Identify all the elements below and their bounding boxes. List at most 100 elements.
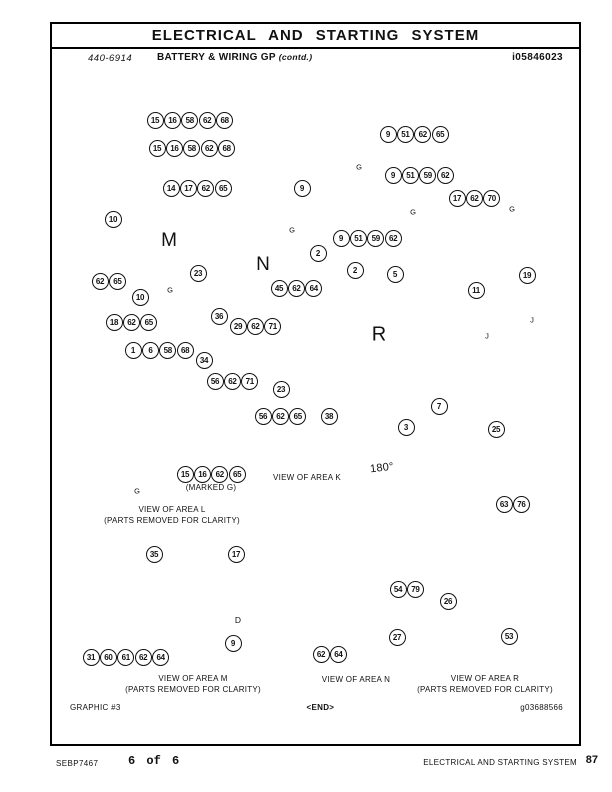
view-r-line: VIEW OF AREA R — [450, 674, 520, 683]
callout-62: 62 — [384, 229, 402, 247]
callout-14: 14 — [162, 179, 180, 197]
view-n-line: VIEW OF AREA N — [321, 675, 391, 684]
callout-70: 70 — [483, 189, 501, 207]
area-letter-r: R — [371, 323, 387, 346]
callout-63: 63 — [495, 495, 513, 513]
view-r-label: VIEW OF AREA R(PARTS REMOVED FOR CLARITY… — [417, 674, 553, 696]
callout-59: 59 — [419, 166, 437, 184]
callout-36: 36 — [210, 307, 228, 325]
callout-60: 60 — [99, 648, 117, 666]
view-l-label: VIEW OF AREA L(PARTS REMOVED FOR CLARITY… — [104, 505, 240, 527]
group-part-number: 440-6914 — [88, 53, 133, 64]
page-footer: SEBP7467 6 of 6 ELECTRICAL AND STARTING … — [0, 753, 612, 773]
callout-2: 2 — [346, 261, 364, 279]
callout-62: 62 — [211, 465, 229, 483]
callout-58: 58 — [159, 341, 177, 359]
view-l-line: (PARTS REMOVED FOR CLARITY) — [104, 515, 240, 525]
callout-23: 23 — [272, 380, 290, 398]
callout-62: 62 — [122, 313, 140, 331]
callout-17: 17 — [448, 189, 466, 207]
callout-6: 6 — [141, 341, 159, 359]
callout-62: 62 — [287, 279, 305, 297]
callout-62: 62 — [197, 179, 215, 197]
group-title: BATTERY & WIRING GP (contd.) — [157, 52, 312, 63]
callout-16: 16 — [163, 111, 181, 129]
area-letter-g: G — [356, 162, 362, 172]
callout-79: 79 — [406, 580, 424, 598]
callout-26: 26 — [439, 592, 457, 610]
area-letter-g: G — [167, 285, 173, 295]
marked-g-label: (MARKED G) — [186, 483, 237, 494]
callout-62: 62 — [223, 372, 241, 390]
callout-62: 62 — [312, 645, 330, 663]
footer-section-title: ELECTRICAL AND STARTING SYSTEM — [423, 758, 577, 767]
marked-g-line: (MARKED G) — [185, 483, 237, 492]
area-letter-g: G — [289, 225, 295, 235]
callout-76: 76 — [512, 495, 530, 513]
callout-64: 64 — [329, 645, 347, 663]
manual-code: SEBP7467 — [56, 759, 99, 768]
area-letter-g: G — [410, 207, 416, 217]
callout-65: 65 — [289, 407, 307, 425]
callout-62: 62 — [91, 272, 109, 290]
graphic-label: GRAPHIC #3 — [70, 703, 121, 712]
callout-3: 3 — [397, 418, 415, 436]
callout-27: 27 — [388, 628, 406, 646]
callout-15: 15 — [148, 139, 166, 157]
callout-7: 7 — [430, 397, 448, 415]
callout-65: 65 — [108, 272, 126, 290]
callout-9: 9 — [379, 125, 397, 143]
view-m-label: VIEW OF AREA M(PARTS REMOVED FOR CLARITY… — [125, 674, 261, 696]
callout-58: 58 — [181, 111, 199, 129]
area-letter-m: M — [161, 230, 177, 251]
page-title-band: ELECTRICAL AND STARTING SYSTEM — [52, 24, 579, 49]
callout-51: 51 — [401, 166, 419, 184]
view-k-label: VIEW OF AREA K — [273, 473, 341, 484]
callout-68: 68 — [218, 139, 236, 157]
callout-9: 9 — [384, 166, 402, 184]
callout-59: 59 — [367, 229, 385, 247]
callout-10: 10 — [104, 210, 122, 228]
end-marker: <END> — [306, 703, 335, 712]
rotation-180-label: 180° — [369, 460, 394, 478]
callout-65: 65 — [140, 313, 158, 331]
graphic-id: g03688566 — [520, 703, 563, 712]
callout-34: 34 — [195, 351, 213, 369]
callout-31: 31 — [82, 648, 100, 666]
callout-25: 25 — [487, 420, 505, 438]
callout-15: 15 — [146, 111, 164, 129]
view-k-line: VIEW OF AREA K — [273, 473, 341, 482]
view-m-line: (PARTS REMOVED FOR CLARITY) — [125, 684, 261, 694]
callout-62: 62 — [198, 111, 216, 129]
callout-71: 71 — [264, 317, 282, 335]
callout-56: 56 — [206, 372, 224, 390]
group-contd: (contd.) — [278, 52, 313, 62]
page-number: 87 — [585, 754, 598, 766]
callout-51: 51 — [396, 125, 414, 143]
callout-23: 23 — [189, 264, 207, 282]
view-n-label: VIEW OF AREA N — [322, 675, 390, 686]
doc-id: i05846023 — [512, 52, 563, 63]
area-letter-g: G — [509, 204, 515, 214]
callout-62: 62 — [246, 317, 264, 335]
area-letter-d: D — [234, 615, 242, 625]
callout-5: 5 — [386, 265, 404, 283]
callout-29: 29 — [229, 317, 247, 335]
callout-62: 62 — [414, 125, 432, 143]
callout-45: 45 — [270, 279, 288, 297]
callout-35: 35 — [145, 545, 163, 563]
callout-58: 58 — [183, 139, 201, 157]
callout-19: 19 — [518, 266, 536, 284]
callout-53: 53 — [500, 627, 518, 645]
callout-54: 54 — [389, 580, 407, 598]
callout-51: 51 — [349, 229, 367, 247]
callout-65: 65 — [214, 179, 232, 197]
view-l-line: VIEW OF AREA L — [138, 505, 206, 514]
page-title: ELECTRICAL AND STARTING SYSTEM — [151, 27, 480, 44]
callout-9: 9 — [224, 634, 242, 652]
subtitle-row: 440-6914 BATTERY & WIRING GP (contd.) i0… — [50, 51, 581, 67]
page-border: ELECTRICAL AND STARTING SYSTEM — [50, 22, 581, 746]
callout-56: 56 — [254, 407, 272, 425]
callout-9: 9 — [332, 229, 350, 247]
